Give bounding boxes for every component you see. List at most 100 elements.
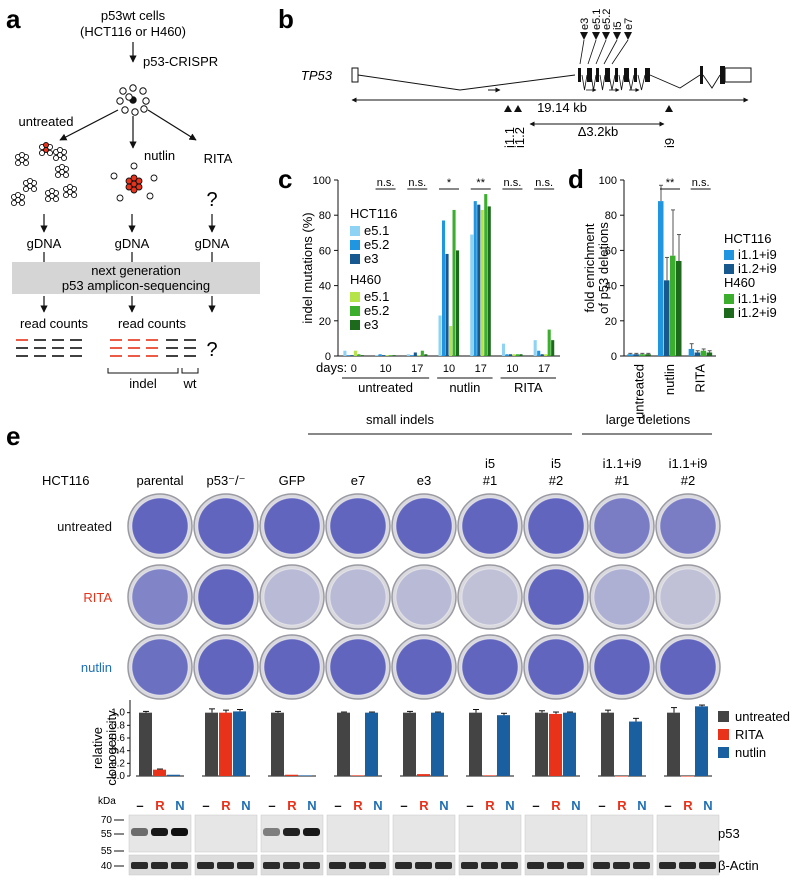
column-header: p53⁻/⁻ [206, 473, 245, 488]
lane-label: N [373, 798, 382, 813]
lane-label: R [617, 798, 627, 813]
significance-label: * [447, 177, 452, 189]
bar-RITA [285, 774, 298, 776]
bar-HCT116-e5.1 [533, 340, 537, 356]
cell-colony [62, 183, 78, 199]
panel-d: d fold enrichment of p53 deletions 02040… [568, 164, 777, 419]
lane-label: R [551, 798, 561, 813]
bar-nutlin [299, 775, 312, 776]
exon-label: e7 [623, 18, 635, 30]
x-tick-label: 10 [443, 363, 455, 375]
p53-band [283, 828, 300, 836]
exon-label: e5.2 [601, 9, 613, 30]
legend-swatch [718, 729, 729, 740]
e-y-axis-label-2: clonogenicity [104, 710, 119, 786]
legend-swatch [724, 308, 734, 318]
actin-band [197, 862, 214, 869]
actin-band [593, 862, 610, 869]
exon-label: e5.1 [591, 9, 603, 30]
cell-colony [10, 191, 26, 207]
bar-H460-e3 [392, 355, 396, 356]
y-tick-label: 80 [319, 210, 331, 222]
bar-HCT116-i1.2+i9 [633, 354, 639, 356]
a-gdna-2: gDNA [115, 236, 150, 251]
crystal-violet-stain [461, 568, 519, 626]
bar-HCT116-e3 [540, 354, 544, 356]
exon-utr [724, 67, 752, 83]
x-tick-label: 0 [351, 363, 357, 375]
legend-label: e5.1 [364, 223, 389, 238]
bar-H460-i1.1+i9 [639, 354, 645, 356]
legend-title: HCT116 [724, 231, 771, 246]
crystal-violet-stain [659, 568, 717, 626]
size-marker: 55 [101, 846, 113, 857]
e-plate-grid [127, 493, 721, 700]
a-cells-untreated [10, 141, 78, 207]
bar-HCT116-e5.1 [406, 354, 410, 356]
crystal-violet-stain [197, 568, 255, 626]
b-marker-i12 [514, 105, 522, 112]
cell [42, 141, 50, 149]
bar-HCT116-e5.1 [470, 234, 474, 356]
exon [605, 68, 610, 82]
crystal-violet-stain [263, 497, 321, 555]
group-label: RITA [514, 380, 543, 395]
actin-blot-label: β-Actin [718, 858, 759, 873]
crystal-violet-stain [131, 568, 189, 626]
a-indel-bracket [107, 368, 179, 374]
lane-label: – [202, 798, 209, 813]
p53-band [171, 828, 188, 836]
actin-band [237, 862, 254, 869]
lane-label: N [505, 798, 514, 813]
crystal-violet-stain [527, 568, 585, 626]
cell [62, 171, 70, 179]
bar-H460-e5.1 [449, 326, 453, 356]
kda-label: kDa [98, 796, 116, 807]
x-tick-label: 10 [379, 363, 391, 375]
lane-label: – [268, 798, 275, 813]
actin-band [699, 862, 716, 869]
bar-nutlin [233, 711, 246, 776]
legend-title: H460 [724, 275, 755, 290]
crystal-violet-stain [527, 638, 585, 696]
lane-label: R [221, 798, 231, 813]
cell [130, 162, 138, 170]
cell [130, 174, 138, 182]
bar-nutlin [695, 706, 708, 776]
lane-label: R [155, 798, 165, 813]
lane-label: R [353, 798, 363, 813]
culture-plate [655, 564, 721, 630]
column-header: #2 [681, 473, 695, 488]
bar-nutlin [497, 715, 510, 776]
bar-HCT116-e3 [413, 352, 417, 356]
a-crispr-label: p53-CRISPR [143, 54, 218, 69]
p53-band [131, 828, 148, 836]
group-label: nutlin [449, 380, 480, 395]
x-tick-label: 17 [411, 363, 423, 375]
cell-colony [14, 151, 30, 167]
legend-label: untreated [735, 709, 790, 724]
bar-H460-e5.2 [357, 354, 361, 356]
legend-title: HCT116 [350, 206, 397, 221]
actin-band [151, 862, 168, 869]
a-untreated-label: untreated [19, 114, 74, 129]
legend-label: e5.2 [364, 303, 389, 318]
bar-H460-e5.2 [515, 354, 520, 356]
a-rita-question: ? [206, 189, 217, 211]
intron [581, 74, 588, 91]
legend-label: i1.1+i9 [738, 247, 777, 262]
column-header: e3 [417, 473, 431, 488]
cell [18, 199, 26, 207]
bar-nutlin [167, 774, 180, 776]
e-y-axis-label-1: relative [90, 727, 105, 769]
exon-marker-line [603, 39, 618, 65]
y-tick-label: 20 [605, 316, 617, 328]
crystal-violet-stain [263, 638, 321, 696]
crystal-violet-stain [131, 638, 189, 696]
bar-H460-i1.2+i9 [706, 352, 713, 356]
bar-H460-e5.1 [544, 354, 548, 356]
legend-swatch [350, 226, 360, 236]
